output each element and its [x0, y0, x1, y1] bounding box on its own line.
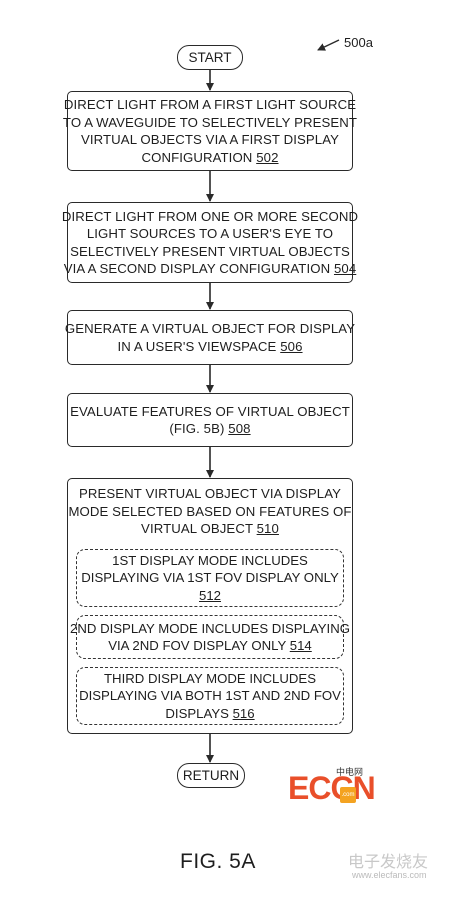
mode-514-line-1: 2ND DISPLAY MODE INCLUDES DISPLAYING: [70, 620, 350, 636]
step-506-last: IN A USER'S VIEWSPACE: [117, 338, 277, 354]
step-504-line-4: VIA A SECOND DISPLAY CONFIGURATION 504: [64, 260, 357, 278]
step-506-ref: 506: [280, 338, 303, 354]
mode-512-box: 1ST DISPLAY MODE INCLUDES DISPLAYING VIA…: [76, 549, 344, 607]
step-502-box: DIRECT LIGHT FROM A FIRST LIGHT SOURCE T…: [63, 91, 357, 171]
eccn-logo-com: .com: [340, 787, 356, 803]
mode-512-line-1: 1ST DISPLAY MODE INCLUDES: [112, 552, 308, 568]
mode-514-ref: 514: [289, 638, 312, 653]
elecfans-watermark-url: www.elecfans.com: [352, 870, 427, 880]
step-502-line-3: VIRTUAL OBJECTS VIA A FIRST DISPLAY: [80, 132, 340, 147]
mode-516-line-3: DISPLAYS 516: [165, 705, 254, 723]
figure-reference-number: 500a: [344, 35, 373, 50]
step-510-ref: 510: [256, 521, 279, 536]
step-502-line-4: CONFIGURATION 502: [141, 149, 278, 167]
start-terminal: START: [177, 45, 243, 70]
mode-512-ref: 512: [198, 587, 221, 603]
step-502-last: CONFIGURATION: [141, 149, 253, 165]
mode-514-line-2: VIA 2ND FOV DISPLAY ONLY 514: [108, 637, 312, 655]
step-508-line-2: (FIG. 5B) 508: [169, 420, 250, 438]
step-508-last: (FIG. 5B): [169, 421, 225, 436]
step-504-last: VIA A SECOND DISPLAY CONFIGURATION: [63, 261, 331, 276]
mode-514-box: 2ND DISPLAY MODE INCLUDES DISPLAYING VIA…: [70, 615, 350, 659]
start-label: START: [188, 50, 232, 65]
mode-512-line-2: DISPLAYING VIA 1ST FOV DISPLAY ONLY: [81, 570, 339, 586]
step-504-line-1: DIRECT LIGHT FROM ONE OR MORE SECOND: [61, 208, 359, 224]
eccn-logo: ECCN: [288, 770, 376, 806]
step-510-line-2: MODE SELECTED BASED ON FEATURES OF: [68, 503, 352, 519]
step-510-last: VIRTUAL OBJECT: [141, 521, 253, 536]
step-504-ref: 504: [333, 261, 357, 276]
step-504-line-2: LIGHT SOURCES TO A USER'S EYE TO: [86, 226, 334, 241]
step-502-line-2: TO A WAVEGUIDE TO SELECTIVELY PRESENT: [62, 114, 358, 130]
figure-caption: FIG. 5A: [180, 850, 256, 873]
step-508-ref: 508: [228, 421, 251, 436]
step-504-box: DIRECT LIGHT FROM ONE OR MORE SECOND LIG…: [62, 202, 358, 283]
step-510-line-1: PRESENT VIRTUAL OBJECT VIA DISPLAY: [78, 486, 342, 501]
elecfans-watermark: 电子发烧友: [348, 852, 429, 871]
return-terminal: RETURN: [177, 763, 245, 788]
mode-514-last: VIA 2ND FOV DISPLAY ONLY: [108, 638, 287, 653]
step-506-line-2: IN A USER'S VIEWSPACE 506: [117, 338, 302, 356]
step-508-line-1: EVALUATE FEATURES OF VIRTUAL OBJECT: [70, 403, 350, 419]
mode-516-box: THIRD DISPLAY MODE INCLUDES DISPLAYING V…: [76, 667, 344, 725]
return-label: RETURN: [182, 768, 240, 783]
step-506-box: GENERATE A VIRTUAL OBJECT FOR DISPLAY IN…: [64, 310, 356, 365]
mode-516-last: DISPLAYS: [165, 705, 229, 721]
step-502-line-1: DIRECT LIGHT FROM A FIRST LIGHT SOURCE: [63, 97, 357, 112]
step-510-line-3: VIRTUAL OBJECT 510: [141, 520, 279, 538]
step-508-box: EVALUATE FEATURES OF VIRTUAL OBJECT (FIG…: [67, 393, 353, 447]
figure-ref-pointer: [317, 39, 340, 51]
mode-516-ref: 516: [232, 705, 255, 721]
mode-516-line-2: DISPLAYING VIA BOTH 1ST AND 2ND FOV: [79, 688, 341, 704]
mode-516-line-1: THIRD DISPLAY MODE INCLUDES: [103, 670, 317, 686]
step-506-line-1: GENERATE A VIRTUAL OBJECT FOR DISPLAY: [64, 321, 356, 336]
mode-512-line-3: 512: [199, 587, 221, 605]
step-504-line-3: SELECTIVELY PRESENT VIRTUAL OBJECTS: [70, 243, 350, 259]
eccn-logo-subtext: 中电网: [336, 768, 364, 778]
step-502-ref: 502: [256, 149, 279, 165]
eccn-logo-text: ECCN: [288, 770, 376, 806]
